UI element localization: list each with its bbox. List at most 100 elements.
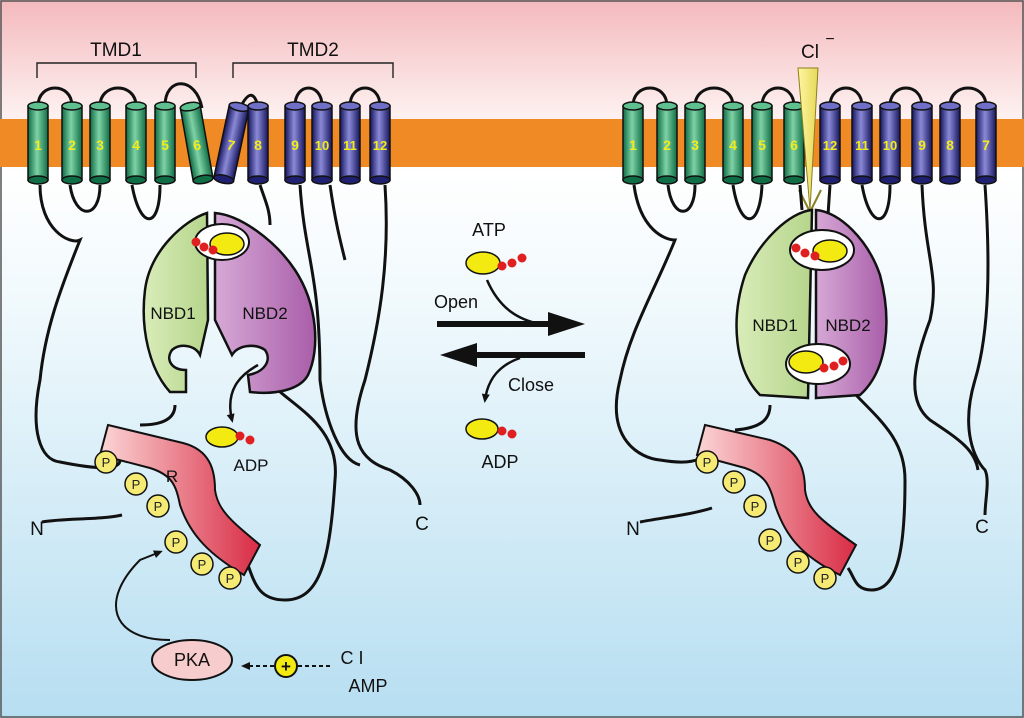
open-phosphate: P (758, 528, 782, 552)
open-phosphate: P (695, 450, 719, 474)
open-helix-number: 8 (946, 137, 954, 153)
open-arrow-head (548, 312, 585, 336)
open-helix-number: 10 (883, 138, 897, 153)
r-domain-closed (98, 423, 262, 577)
closed-helix-6: 6 (179, 101, 214, 185)
atp-label: ATP (472, 220, 506, 240)
n-terminus-right: N (626, 519, 640, 540)
svg-text:P: P (751, 499, 760, 514)
camp-label-line2: AMP (348, 676, 387, 696)
nbd1-closed (142, 211, 210, 394)
adp-release-arrow (226, 363, 259, 423)
closed-phosphate: P (94, 450, 118, 474)
intracellular-loops (34, 184, 422, 602)
open-phosphate: P (813, 566, 837, 590)
open-helix-1: 1 (622, 101, 644, 185)
closed-phosphate: P (164, 530, 188, 554)
closed-helix-1: 1 (27, 101, 49, 185)
r-domain-label: R (166, 467, 178, 486)
atp-molecule-free (465, 251, 527, 275)
closed-helix-number: 4 (132, 137, 140, 153)
closed-helix-number: 6 (192, 136, 203, 153)
closed-helix-number: 5 (161, 137, 169, 153)
open-helix-11: 11 (851, 101, 873, 185)
open-helix-5: 5 (751, 101, 773, 185)
chloride-charge: − (825, 31, 834, 48)
open-helix-3: 3 (684, 101, 706, 185)
atp-molecule-bound-open-bottom (788, 350, 848, 374)
svg-text:P: P (198, 557, 207, 572)
closed-helix-2: 2 (61, 101, 83, 185)
adp-release-curve (481, 356, 521, 403)
r-domain-open (695, 423, 858, 577)
open-helix-number: 6 (790, 137, 798, 153)
nbd2-label-open: NBD2 (825, 316, 870, 335)
plus-sign: + (281, 657, 291, 676)
closed-helix-9: 9 (284, 101, 306, 185)
open-helix-12: 12 (819, 101, 841, 185)
closed-helix-3: 3 (89, 101, 111, 185)
close-arrow-head (440, 343, 477, 367)
closed-helix-number: 10 (315, 138, 329, 153)
svg-text:P: P (730, 475, 739, 490)
closed-phosphate: P (190, 552, 214, 576)
svg-text:P: P (821, 571, 830, 586)
intracellular-loops-open (614, 184, 990, 592)
chloride-label: Cl (801, 42, 819, 63)
plus-badge (274, 654, 298, 678)
svg-text:P: P (703, 455, 712, 470)
c-terminus-right: C (975, 517, 989, 538)
close-label: Close (508, 375, 554, 395)
closed-helix-12: 12 (369, 101, 391, 185)
adp-label-left: ADP (234, 456, 269, 475)
closed-helix-8: 8 (247, 101, 269, 185)
pka-enzyme (151, 639, 233, 681)
closed-helix-number: 7 (226, 136, 237, 153)
open-helix-number: 12 (823, 138, 837, 153)
nbd2-label-closed: NBD2 (242, 304, 287, 323)
open-helix-2: 2 (656, 101, 678, 185)
atp-molecule-bound-open-top (791, 239, 848, 263)
closed-helix-number: 2 (68, 137, 76, 153)
closed-helix-11: 11 (339, 101, 361, 185)
svg-text:P: P (226, 571, 235, 586)
adp-label-middle: ADP (481, 452, 518, 472)
open-helix-number: 2 (663, 137, 671, 153)
adp-molecule-middle (465, 418, 517, 440)
closed-helix-number: 9 (291, 137, 299, 153)
extracellular-loops-open (631, 86, 988, 107)
gating-transition: ATP Open Close ADP (434, 220, 585, 472)
c-terminus-left: C (415, 514, 429, 535)
svg-text:P: P (132, 477, 141, 492)
chloride-flow-arrow (797, 67, 819, 211)
svg-text:P: P (102, 455, 111, 470)
open-helix-number: 4 (729, 137, 737, 153)
open-helix-9: 9 (911, 101, 933, 185)
closed-phosphate: P (146, 494, 170, 518)
adp-molecule-left (205, 426, 255, 448)
tmd2-label: TMD2 (287, 40, 339, 61)
open-helix-4: 4 (722, 101, 744, 185)
closed-phosphate: P (124, 472, 148, 496)
open-helix-number: 5 (758, 137, 766, 153)
svg-text:P: P (794, 555, 803, 570)
closed-helix-5: 5 (154, 101, 176, 185)
open-helix-number: 1 (629, 137, 637, 153)
open-label: Open (434, 292, 478, 312)
closed-phosphate: P (218, 566, 242, 590)
svg-text:P: P (154, 499, 163, 514)
nbd1-label-open: NBD1 (752, 316, 797, 335)
closed-helix-7: 7 (213, 101, 250, 185)
open-phosphate: P (786, 550, 810, 574)
open-phosphate: P (743, 494, 767, 518)
closed-helix-number: 3 (96, 137, 104, 153)
open-helix-8: 8 (939, 101, 961, 185)
nbd2-closed (213, 211, 317, 395)
